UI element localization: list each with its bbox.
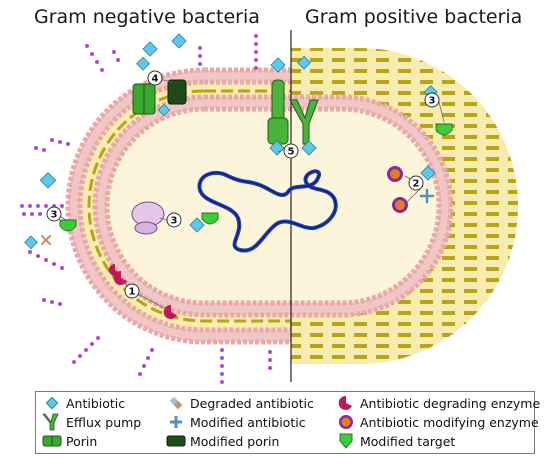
gram-negative-title: Gram negative bacteria bbox=[34, 6, 260, 28]
svg-text:3: 3 bbox=[171, 216, 178, 227]
modified-antibiotic bbox=[419, 188, 435, 204]
modified-target bbox=[201, 212, 219, 225]
legend-label: Modified antibiotic bbox=[190, 414, 306, 430]
lps-chains bbox=[20, 34, 272, 384]
modified-porin-top bbox=[167, 79, 187, 105]
legend-label: Modified target bbox=[360, 433, 456, 449]
porin-top bbox=[132, 83, 156, 115]
legend-label: Antibiotic degrading enzyme bbox=[360, 395, 541, 411]
antibiotic bbox=[142, 41, 158, 57]
svg-text:3: 3 bbox=[51, 210, 58, 221]
antibiotic bbox=[157, 103, 171, 117]
efflux-pump-icon bbox=[42, 413, 59, 431]
legend-box: Antibiotic Degraded antibiotic Antibioti… bbox=[35, 391, 540, 454]
cell-membrane-heads bbox=[291, 94, 454, 318]
degrading-enzyme-icon bbox=[338, 395, 352, 410]
lps-chain bbox=[85, 44, 104, 72]
modified-antibiotic-icon bbox=[170, 416, 182, 428]
lps-chain bbox=[220, 348, 224, 384]
antibiotic bbox=[301, 140, 317, 156]
degrading-enzyme bbox=[108, 263, 120, 276]
legend-label: Degraded antibiotic bbox=[190, 395, 314, 411]
target-ribosome bbox=[131, 201, 165, 235]
lps-chain bbox=[34, 146, 46, 152]
lps-chain bbox=[28, 250, 64, 270]
legend-item-porin: Porin bbox=[42, 432, 97, 450]
antibiotic bbox=[189, 217, 205, 233]
antibiotic bbox=[136, 56, 150, 71]
outer-membrane-heads bbox=[65, 67, 291, 345]
svg-text:4: 4 bbox=[152, 74, 159, 85]
svg-text:5: 5 bbox=[288, 147, 295, 158]
lps-chain bbox=[138, 348, 154, 376]
svg-text:2: 2 bbox=[413, 179, 420, 190]
cytoplasm-right bbox=[291, 109, 439, 303]
legend-label: Porin bbox=[66, 433, 98, 449]
porin-icon bbox=[42, 435, 62, 447]
svg-text:3: 3 bbox=[429, 96, 436, 107]
modifying-enzyme bbox=[392, 197, 408, 213]
step-marker-2: 2 bbox=[408, 175, 424, 191]
dna-strand-outline bbox=[198, 170, 337, 252]
antibiotic bbox=[270, 57, 286, 73]
degraded-antibiotic-icon bbox=[169, 396, 183, 410]
lps-chain bbox=[112, 50, 120, 62]
antibiotic-icon bbox=[45, 396, 59, 410]
step-marker-4: 4 bbox=[147, 70, 163, 86]
cytoplasm-left bbox=[107, 109, 291, 303]
lps-chain bbox=[254, 34, 258, 70]
legend-label: Modified porin bbox=[190, 433, 280, 449]
degraded-antibiotic bbox=[41, 235, 51, 245]
modified-porin-icon bbox=[166, 435, 186, 447]
bacteria-diagram: 1 2 3 3 3 4 5 bbox=[20, 30, 518, 384]
lps-chain bbox=[268, 350, 272, 370]
lps-chain bbox=[198, 46, 202, 66]
lps-chain bbox=[42, 298, 62, 306]
efflux-pump-left bbox=[267, 79, 289, 145]
antibiotic bbox=[171, 33, 187, 49]
legend-item-modified-target: Modified target bbox=[336, 432, 455, 450]
modified-target bbox=[59, 219, 77, 232]
lps-chain bbox=[22, 212, 42, 216]
legend-label: Efflux pump bbox=[66, 414, 142, 430]
legend-label: Antibiotic bbox=[66, 395, 126, 411]
modifying-enzyme-icon bbox=[339, 415, 353, 429]
step-marker-3-left: 3 bbox=[46, 206, 62, 222]
legend-item-modifying-enzyme: Antibiotic modifying enzyme bbox=[336, 413, 539, 431]
step-marker-3-right: 3 bbox=[424, 92, 440, 108]
antibiotics bbox=[24, 33, 438, 250]
modified-target bbox=[435, 123, 453, 136]
step-marker-3-center: 3 bbox=[166, 212, 182, 228]
lps-chain bbox=[50, 138, 70, 146]
modified-target-icon bbox=[339, 433, 353, 449]
modifying-enzyme bbox=[387, 166, 403, 182]
step-marker-5: 5 bbox=[283, 143, 299, 159]
antibiotic bbox=[24, 235, 38, 250]
antibiotic bbox=[297, 55, 311, 70]
step-marker-1: 1 bbox=[124, 283, 140, 299]
lps-chain bbox=[72, 336, 100, 364]
efflux-pump-right bbox=[289, 99, 319, 145]
legend-item-antibiotic: Antibiotic bbox=[42, 394, 125, 412]
legend-label: Antibiotic modifying enzyme bbox=[360, 414, 539, 430]
gram-positive-title: Gram positive bacteria bbox=[305, 6, 523, 28]
cell-membrane-inner-heads bbox=[291, 106, 442, 306]
degrading-enzyme bbox=[163, 304, 177, 319]
legend-item-degrading-enzyme: Antibiotic degrading enzyme bbox=[336, 394, 540, 412]
legend-item-modified-porin: Modified porin bbox=[166, 432, 279, 450]
step-markers: 1 2 3 3 3 4 5 bbox=[46, 70, 440, 299]
antibiotic bbox=[269, 140, 285, 156]
antibiotic bbox=[420, 165, 436, 181]
antibiotic bbox=[39, 171, 57, 189]
legend-item-efflux-pump: Efflux pump bbox=[42, 413, 141, 431]
legend-item-degraded-antibiotic: Degraded antibiotic bbox=[166, 394, 314, 412]
legend-item-modified-antibiotic: Modified antibiotic bbox=[166, 413, 306, 431]
svg-text:1: 1 bbox=[129, 287, 136, 298]
